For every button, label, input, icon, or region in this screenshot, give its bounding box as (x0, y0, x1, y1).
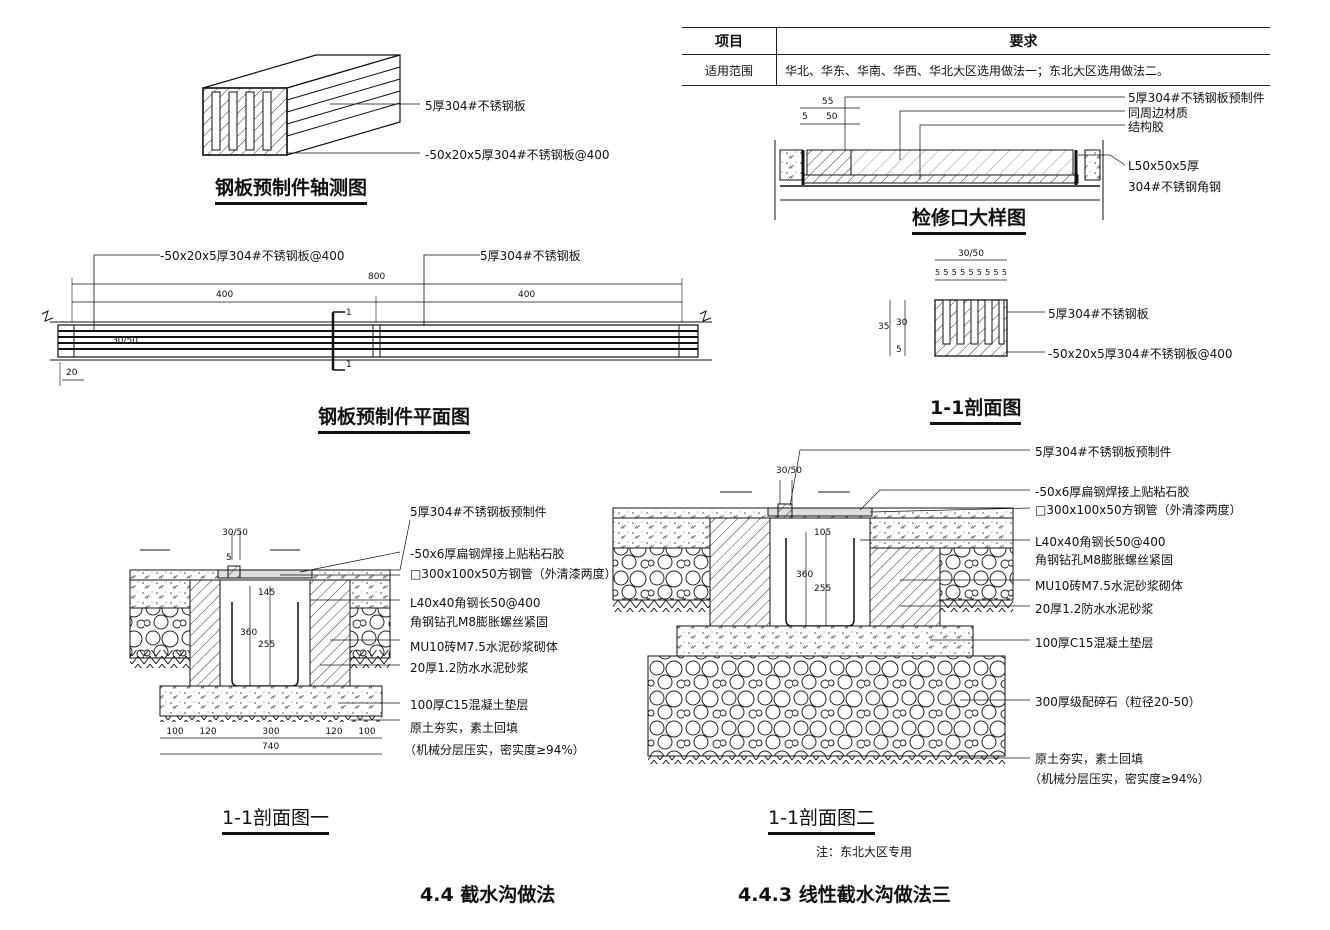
sec11-dim-five: 5 (968, 268, 974, 277)
axo-plate-label: 5厚304#不锈钢板 (425, 99, 526, 113)
sec1-dim-145: 145 (258, 588, 276, 598)
sec1-title: 1-1剖面图一 (222, 803, 330, 835)
detail-drawing (774, 96, 1126, 220)
plan-plate-label: 5厚304#不锈钢板 (480, 249, 581, 263)
table-header-requirement: 要求 (776, 27, 1270, 55)
table-row: 适用范围 华北、华东、华南、华西、华北大区选用做法一；东北大区选用做法二。 (682, 54, 1270, 86)
sec1-label-2: -50x6厚扁钢焊接上贴粘石胶 (410, 547, 565, 561)
sec1-dim-total: 740 (262, 742, 280, 752)
table-cell-scope-value: 华北、华东、华南、华西、华北大区选用做法一；东北大区选用做法二。 (776, 54, 1270, 86)
section-one-drawing (129, 519, 411, 755)
table-header-row: 项目 要求 (682, 27, 1270, 55)
sec11-dim-5: 5 (896, 345, 902, 355)
sec11-dim-five: 5 (993, 268, 999, 277)
table-header-item: 项目 (682, 27, 777, 55)
axo-strip-label: -50x20x5厚304#不锈钢板@400 (425, 148, 610, 162)
sec2-label-2: -50x6厚扁钢焊接上贴粘石胶 (1035, 485, 1190, 499)
sec1-dim-bottom: 120 (325, 727, 343, 737)
sec2-label-1: 5厚304#不锈钢板预制件 (1035, 445, 1172, 459)
sec2-label-8: 100厚C15混凝土垫层 (1035, 636, 1154, 650)
detail-label-3: 结构胶 (1128, 120, 1165, 134)
plan-dim-width: 30/50 (112, 336, 138, 346)
sec2-label-3: □300x100x50方钢管（外清漆两度） (1035, 503, 1242, 517)
sec1-label-8: 100厚C15混凝土垫层 (410, 698, 529, 712)
sec2-title: 1-1剖面图二 (768, 803, 876, 835)
sec2-dim-360: 360 (796, 570, 814, 580)
axonometric-drawing (202, 54, 420, 156)
sec2-label-6: MU10砖M7.5水泥砂浆砌体 (1035, 579, 1183, 593)
sec11-dim-35: 35 (878, 322, 890, 332)
detail-dim-55: 55 (822, 97, 834, 107)
detail-dim-5: 5 (802, 112, 808, 122)
plan-dim-left: 400 (216, 290, 234, 300)
sec1-dim-top: 30/50 (222, 528, 248, 538)
sec11-plate-label: 5厚304#不锈钢板 (1048, 307, 1149, 321)
section-two-drawing (612, 449, 1031, 764)
detail-title: 检修口大样图 (912, 203, 1027, 235)
footer-right-title: 4.4.3 线性截水沟做法三 (738, 884, 951, 906)
sec1-label-9: 原土夯实，素土回填 (410, 721, 519, 735)
detail-dim-50: 50 (826, 112, 838, 122)
sec1-dim-255: 255 (258, 640, 276, 650)
sec1-dim-bottom: 120 (199, 727, 217, 737)
plan-dim-edge: 20 (66, 368, 78, 378)
plan-section-mark-bottom: 1 (346, 360, 352, 370)
detail-label-1: 5厚304#不锈钢板预制件 (1128, 91, 1265, 105)
sec11-dim-top: 30/50 (958, 249, 984, 259)
sec11-dim-five: 5 (951, 268, 957, 277)
sec2-dim-255: 255 (814, 584, 832, 594)
plan-dim-right: 400 (518, 290, 536, 300)
sec1-label-1: 5厚304#不锈钢板预制件 (410, 505, 547, 519)
sec11-dim-five: 5 (976, 268, 982, 277)
sec2-label-4: L40x40角钢长50@400 (1035, 535, 1166, 549)
sec11-title: 1-1剖面图 (930, 393, 1022, 425)
sec2-label-5: 角钢钻孔M8膨胀螺丝紧固 (1035, 553, 1173, 567)
sec1-dims-bottom: 100 120 300 120 100 (160, 727, 382, 737)
sec1-dim-bottom: 100 (358, 727, 376, 737)
axo-title: 钢板预制件轴测图 (215, 173, 368, 205)
sec2-label-7: 20厚1.2防水水泥砂浆 (1035, 602, 1154, 616)
sec11-strip-label: -50x20x5厚304#不锈钢板@400 (1048, 347, 1233, 361)
detail-label-5: 304#不锈钢角钢 (1128, 180, 1221, 194)
plan-drawing (41, 254, 712, 386)
sec11-dim-five: 5 (985, 268, 991, 277)
sec1-label-5: 角钢钻孔M8膨胀螺丝紧固 (410, 615, 548, 629)
footer-left-title: 4.4 截水沟做法 (420, 884, 556, 906)
detail-label-2: 同周边材质 (1128, 106, 1189, 120)
sec11-dim-five: 5 (1001, 268, 1007, 277)
plan-section-mark-top: 1 (346, 308, 352, 318)
sec1-label-4: L40x40角钢长50@400 (410, 596, 541, 610)
sec1-label-3: □300x100x50方钢管（外清漆两度） (410, 567, 617, 581)
plan-title: 钢板预制件平面图 (318, 402, 471, 434)
table-cell-scope-label: 适用范围 (682, 54, 777, 86)
sec2-dim-105: 105 (814, 528, 832, 538)
sec11-dim-five: 5 (943, 268, 949, 277)
requirements-table: 项目 要求 适用范围 华北、华东、华南、华西、华北大区选用做法一；东北大区选用做… (682, 27, 1270, 86)
sec2-label-9: 300厚级配碎石（粒径20-50） (1035, 695, 1201, 709)
section-small-drawing (889, 259, 1045, 357)
plan-dim-total: 800 (368, 272, 386, 282)
sec2-label-10: 原土夯实，素土回填 (1035, 752, 1144, 766)
sec2-note: 注：东北大区专用 (816, 845, 913, 859)
plan-strip-label: -50x20x5厚304#不锈钢板@400 (160, 249, 345, 263)
sec11-dim-five: 5 (935, 268, 941, 277)
sec1-dim-5: 5 (226, 553, 232, 563)
sec1-dim-bottom: 100 (166, 727, 184, 737)
sec11-dim-30: 30 (896, 318, 908, 328)
sec1-dim-360: 360 (240, 628, 258, 638)
sec1-label-10: （机械分层压实，密实度≥94%） (404, 743, 585, 757)
sec2-dim-top: 30/50 (776, 466, 802, 476)
sec1-label-6: MU10砖M7.5水泥砂浆砌体 (410, 640, 558, 654)
detail-label-4: L50x50x5厚 (1128, 159, 1200, 173)
sec11-dim-fives: 5 5 5 5 5 5 5 5 5 (935, 268, 1007, 277)
sec2-label-11: （机械分层压实，密实度≥94%） (1029, 772, 1210, 786)
sec1-label-7: 20厚1.2防水水泥砂浆 (410, 661, 529, 675)
sec11-dim-five: 5 (960, 268, 966, 277)
sec1-dim-bottom: 300 (262, 727, 280, 737)
